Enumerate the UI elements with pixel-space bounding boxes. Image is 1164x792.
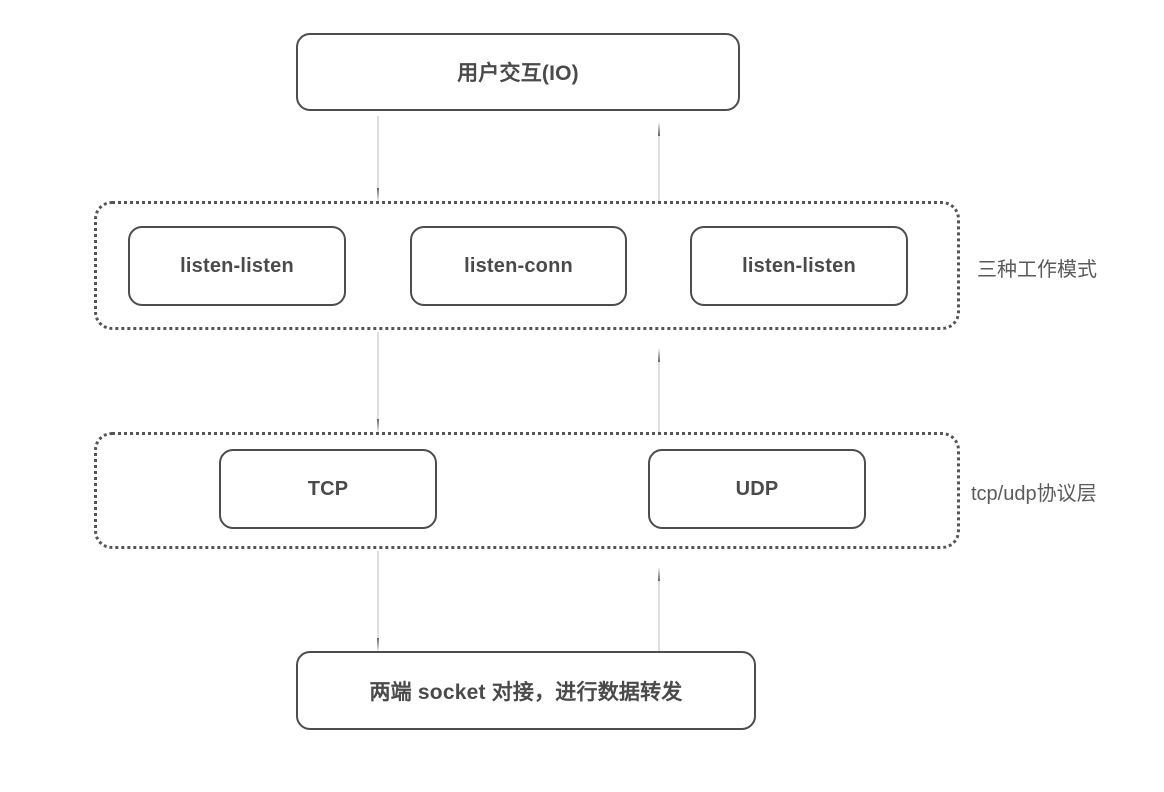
node-socket-forwarding[interactable]: 两端 socket 对接，进行数据转发 xyxy=(296,651,756,730)
group-label-working-modes: 三种工作模式 xyxy=(977,259,1097,281)
arrow-proto-to-modes-up xyxy=(658,348,660,433)
arrow-proto-to-socket-down xyxy=(377,551,379,652)
node-listen-listen-2[interactable]: listen-listen xyxy=(690,226,908,306)
node-listen-conn[interactable]: listen-conn xyxy=(410,226,627,306)
node-user-interaction-io[interactable]: 用户交互(IO) xyxy=(296,33,740,111)
node-udp[interactable]: UDP xyxy=(648,449,866,529)
group-label-protocol-layer: tcp/udp协议层 xyxy=(971,483,1097,505)
node-tcp[interactable]: TCP xyxy=(219,449,437,529)
group-working-modes xyxy=(94,201,960,330)
arrow-socket-to-proto-up xyxy=(658,567,660,652)
arrow-modes-to-io-up xyxy=(658,122,660,202)
group-protocol-layer xyxy=(94,432,960,549)
arrow-io-to-modes-down xyxy=(377,116,379,202)
arrow-modes-to-proto-down xyxy=(377,332,379,433)
node-listen-listen-1[interactable]: listen-listen xyxy=(128,226,346,306)
